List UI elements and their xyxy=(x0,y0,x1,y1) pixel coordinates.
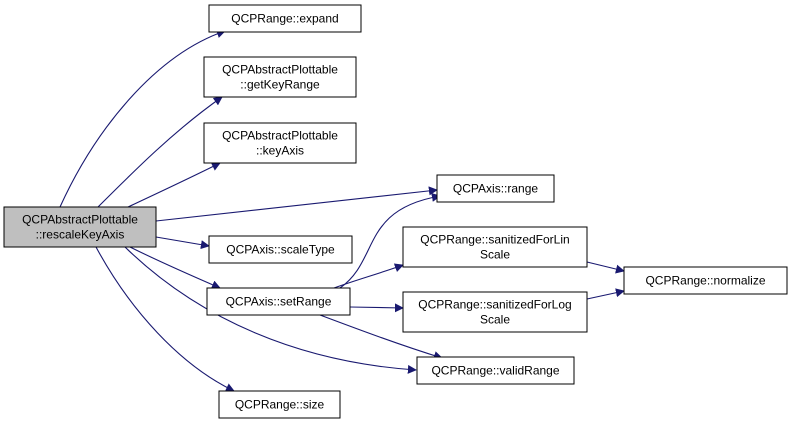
node-label: QCPRange::sanitizedForLin xyxy=(420,233,569,247)
node-label: Scale xyxy=(480,248,510,262)
node-box xyxy=(203,56,357,98)
edge-root-keyAxis xyxy=(127,162,221,208)
node-label: QCPRange::expand xyxy=(231,12,338,26)
edge-setRange-sanLin xyxy=(333,263,404,289)
node-keyAxis[interactable]: QCPAbstractPlottable::keyAxis xyxy=(203,122,357,164)
node-box xyxy=(206,287,351,316)
node-label: QCPAbstractPlottable xyxy=(222,63,338,77)
node-box xyxy=(416,356,575,385)
edge-root-scaleType xyxy=(155,236,210,250)
edge-root-expand xyxy=(59,29,226,208)
node-setRange[interactable]: QCPAxis::setRange xyxy=(206,287,351,316)
node-label: QCPRange::size xyxy=(235,398,325,412)
node-label: Scale xyxy=(480,313,510,327)
node-label: QCPAxis::setRange xyxy=(226,295,332,309)
edge-root-validRange xyxy=(124,246,417,374)
node-range[interactable]: QCPAxis::range xyxy=(436,174,555,203)
node-scaleType[interactable]: QCPAxis::scaleType xyxy=(208,235,353,264)
edge-setRange-range xyxy=(339,192,441,289)
node-label: QCPRange::sanitizedForLog xyxy=(418,298,571,312)
node-box xyxy=(218,390,341,419)
node-size[interactable]: QCPRange::size xyxy=(218,390,341,419)
node-box xyxy=(623,266,788,295)
edge-root-range xyxy=(155,186,438,222)
edge-root-setRange xyxy=(129,246,221,289)
node-label: QCPAxis::scaleType xyxy=(226,243,335,257)
node-label: QCPAbstractPlottable xyxy=(222,129,338,143)
edge-sanLog-normalize xyxy=(586,288,625,300)
edge-root-getKeyRange xyxy=(97,96,223,208)
node-box xyxy=(402,291,588,333)
node-label: QCPAxis::range xyxy=(453,182,538,196)
node-label: ::getKeyRange xyxy=(240,78,320,92)
node-label: ::keyAxis xyxy=(256,144,304,158)
node-getKeyRange[interactable]: QCPAbstractPlottable::getKeyRange xyxy=(203,56,357,98)
node-label: QCPAbstractPlottable xyxy=(22,213,138,227)
node-label: QCPRange::normalize xyxy=(645,274,765,288)
node-normalize[interactable]: QCPRange::normalize xyxy=(623,266,788,295)
node-box xyxy=(208,235,353,264)
node-expand[interactable]: QCPRange::expand xyxy=(208,4,362,33)
edge-root-size xyxy=(95,246,235,392)
node-box xyxy=(436,174,555,203)
edge-sanLin-normalize xyxy=(586,261,625,274)
node-label: ::rescaleKeyAxis xyxy=(36,228,125,242)
node-box xyxy=(208,4,362,33)
node-root[interactable]: QCPAbstractPlottable::rescaleKeyAxis xyxy=(3,206,157,248)
node-validRange[interactable]: QCPRange::validRange xyxy=(416,356,575,385)
node-label: QCPRange::validRange xyxy=(431,364,559,378)
edge-setRange-validRange xyxy=(319,314,443,360)
node-box xyxy=(3,206,157,248)
node-box xyxy=(402,226,588,268)
edge-setRange-sanLog xyxy=(349,303,404,313)
node-box xyxy=(203,122,357,164)
